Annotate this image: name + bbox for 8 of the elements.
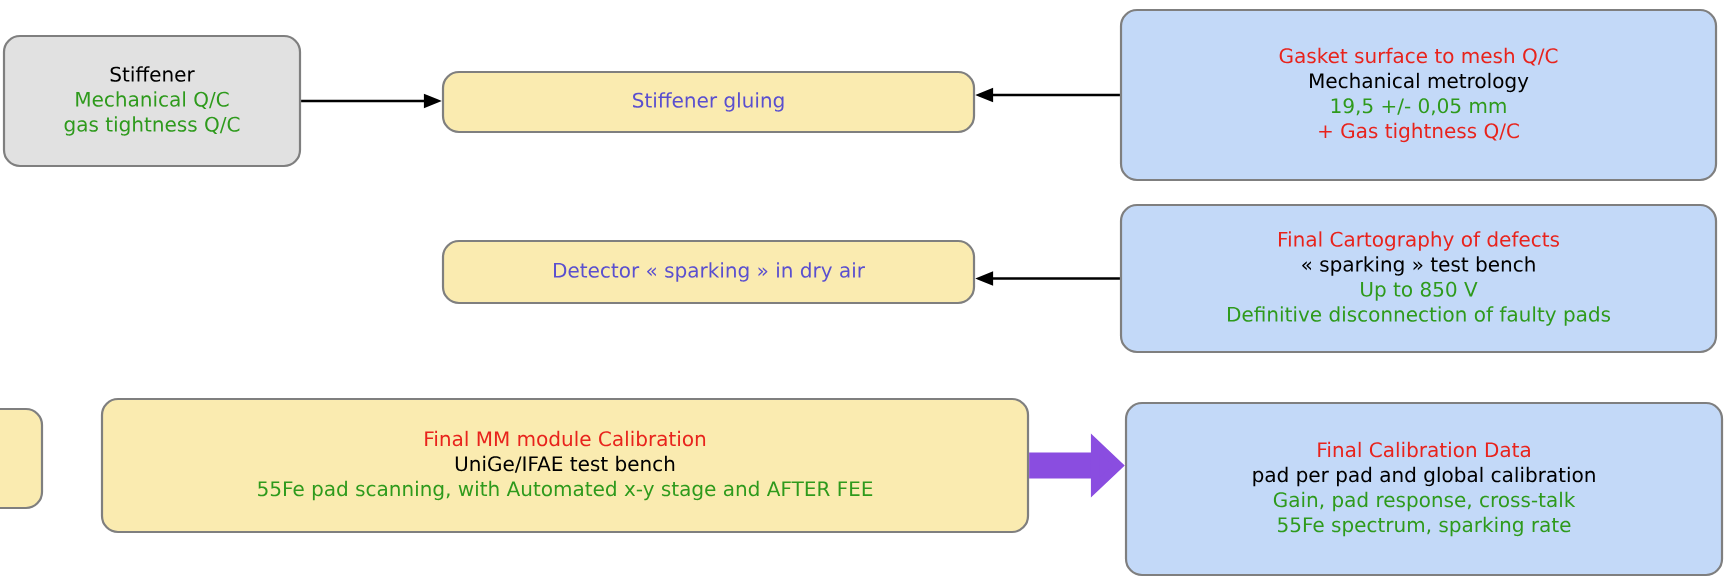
quality-control-box: Final Cartography of defects « sparking » test bench Up to 850 V Definitive disconnection of faulty pads (1119, 203, 1718, 354)
process-box (0, 407, 44, 510)
quality-control-box: Gasket surface to mesh Q/C Mechanical metrology 19,5 +/- 0,05 mm + Gas tightness Q/C (1119, 8, 1718, 182)
process-box: Detector « sparking » in dry air (441, 239, 976, 305)
quality-control-box: Final Calibration Data pad per pad and global calibration Gain, pad response, cross-talk 55Fe spectrum, sparking rate (1124, 401, 1724, 577)
process-box: Stiffener gluing (441, 70, 976, 134)
process-box: Final MM module Calibration UniGe/IFAE test bench 55Fe pad scanning, with Automated x-y stage and AFTER FEE (100, 397, 1030, 534)
component-box: Stiffener Mechanical Q/C gas tightness Q/C (2, 34, 302, 168)
